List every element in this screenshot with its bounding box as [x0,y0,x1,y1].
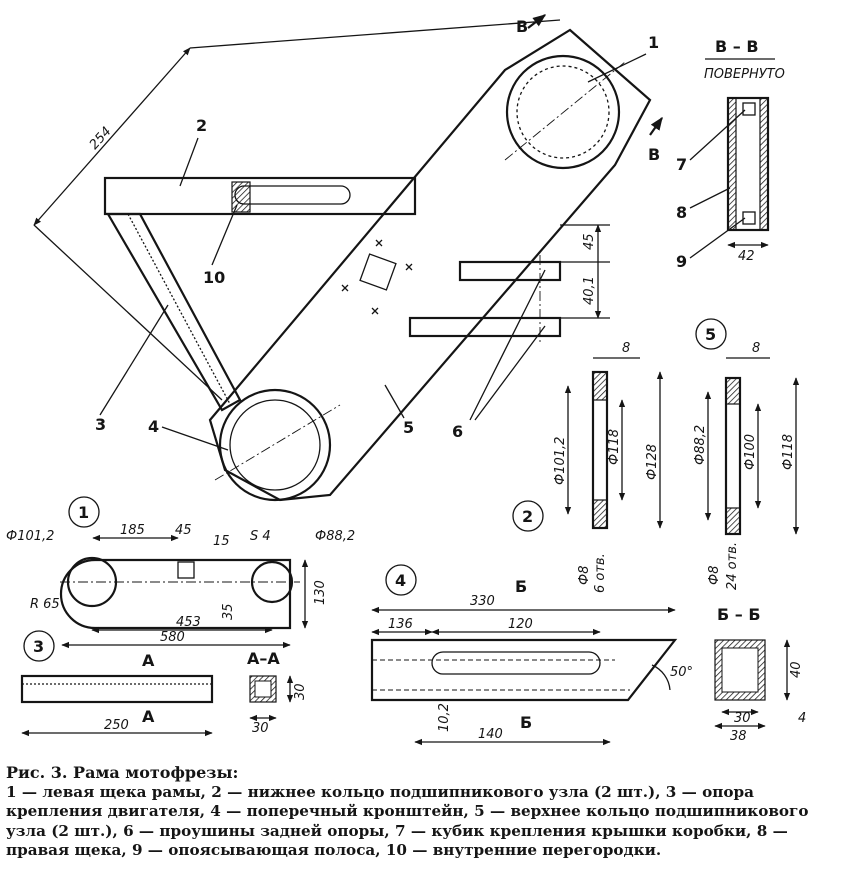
upper-ring-holes [516,65,610,159]
section-mark-b-top: В [516,17,528,36]
part1-number: 1 [78,503,89,522]
part3-detail: 3 А А 250 [20,630,214,737]
section-vv: В – В ПОВЕРНУТО 42 7 8 9 [676,37,785,271]
part1-d45: 45 [175,523,192,538]
part4-detail: 4 Б 330 136 120 10,2 140 Б 50° [370,564,693,746]
ring-upper-thickness: 8 [752,341,760,356]
part1-d453: 453 [176,615,201,630]
part3-number: 3 [33,637,44,656]
leader-3: 3 [95,415,106,434]
part1-d-left: Ф101,2 [6,529,54,544]
ring-lower-detail: 2 8 Ф101,2 Ф118 Ф128 Ф8 6 отв. [512,341,664,593]
part1-d130: 130 [313,580,328,605]
dim-40-1: 40,1 [582,276,597,305]
part1-r65: R 65 [30,597,60,612]
part1-d185: 185 [120,523,145,538]
rear-lug-upper [458,260,562,282]
part1-d15: 15 [213,534,230,549]
ring-upper-d-outer: Ф118 [781,434,796,470]
section-vv-subtitle: ПОВЕРНУТО [704,67,785,82]
ring-upper-d-inner: Ф100 [743,434,758,470]
part1-detail: 1 185 45 15 S 4 Ф101,2 Ф88,2 35 130 R 65… [6,496,355,649]
part3-section-top: А [142,651,155,670]
ring-lower-number: 2 [522,507,533,526]
frame-cheek-1 [208,28,652,502]
part1-d580: 580 [160,630,185,645]
ring-upper-d-bolt: Ф88,2 [693,425,708,465]
bracket-slot [234,185,351,205]
section-bb-thickness: 4 [798,711,806,726]
part4-outline [370,638,678,702]
ring-upper-number: 5 [705,325,716,344]
part1-d-right: Ф88,2 [315,529,355,544]
part4-section-bottom: Б [520,713,532,732]
part4-angle: 50° [670,665,693,680]
part4-section-top: Б [515,577,527,596]
part4-d330: 330 [470,594,495,609]
leader-9: 9 [676,252,687,271]
leader-6: 6 [452,422,463,441]
part1-d35: 35 [221,603,236,620]
leader-2: 4 [148,417,159,436]
rear-lug-lower [408,316,562,338]
ring-lower-d-outer: Ф128 [645,444,660,480]
part3-body [20,674,214,704]
inner-partitions [231,181,251,213]
figure-caption: Рис. 3. Рама мотофрезы: 1 — левая щека р… [6,763,844,861]
leader-10: 10 [203,268,225,287]
section-bb: Б – Б 40 30 38 4 [714,605,806,744]
ring-lower-thickness: 8 [622,341,630,356]
section-bb-title: Б – Б [717,605,761,624]
cross-marks [341,239,413,315]
section-vv-title: В – В [715,37,759,56]
leader-1: 5 [403,418,414,437]
section-bb-width: 38 [730,729,747,744]
main-frame-view: 45 40,1 254 В В 2 1 10 3 4 5 6 [33,14,663,502]
leader-4: 2 [196,116,207,135]
part1-s4: S 4 [250,529,271,544]
part4-d140: 140 [478,727,503,742]
part4-number: 4 [395,571,406,590]
section-mark-b-bottom: В [648,145,660,164]
dim-45: 45 [582,233,597,250]
ring-lower-d-inner: Ф118 [607,429,622,465]
section-bb-inner: 30 [734,711,751,726]
leader-7: 7 [676,155,687,174]
leader-8: 8 [676,203,687,222]
ring-lower-holes-count: 6 отв. [593,553,608,593]
ring-lower-holes: Ф8 [577,566,592,585]
section-vv-width: 42 [738,249,755,264]
cross-bracket-4 [103,176,417,216]
part4-d120: 120 [508,617,533,632]
ring-upper-holes: Ф8 [707,566,722,585]
part3-section-bottom: А [142,707,155,726]
lower-ring-inner [229,399,321,491]
square-opening [359,253,397,291]
part3-length: 250 [104,718,129,733]
dim-254: 254 [87,124,115,152]
section-aa-width: 30 [252,721,269,736]
ring-upper-holes-count: 24 отв. [725,542,740,590]
section-aa: А–А 30 30 [247,649,308,736]
part4-d136: 136 [388,617,413,632]
section-aa-height: 30 [293,683,308,700]
section-bb-height: 40 [789,661,804,678]
section-aa-title: А–А [247,649,280,668]
caption-text: 1 — левая щека рамы, 2 — нижнее кольцо п… [6,782,809,860]
part4-d10: 10,2 [437,703,452,732]
caption-title: Рис. 3. Рама мотофрезы: [6,763,239,782]
ring-upper-detail: 5 8 Ф88,2 Ф100 Ф118 Ф8 24 отв. [693,318,800,590]
upper-ring-outer [505,54,621,170]
part4-slot [431,651,601,675]
technical-drawing: 45 40,1 254 В В 2 1 10 3 4 5 6 В – В ПОВ… [6,14,806,746]
lower-ring-outer [218,388,332,502]
leader-5: 1 [648,33,659,52]
ring-lower-d-bolt: Ф101,2 [553,437,568,485]
